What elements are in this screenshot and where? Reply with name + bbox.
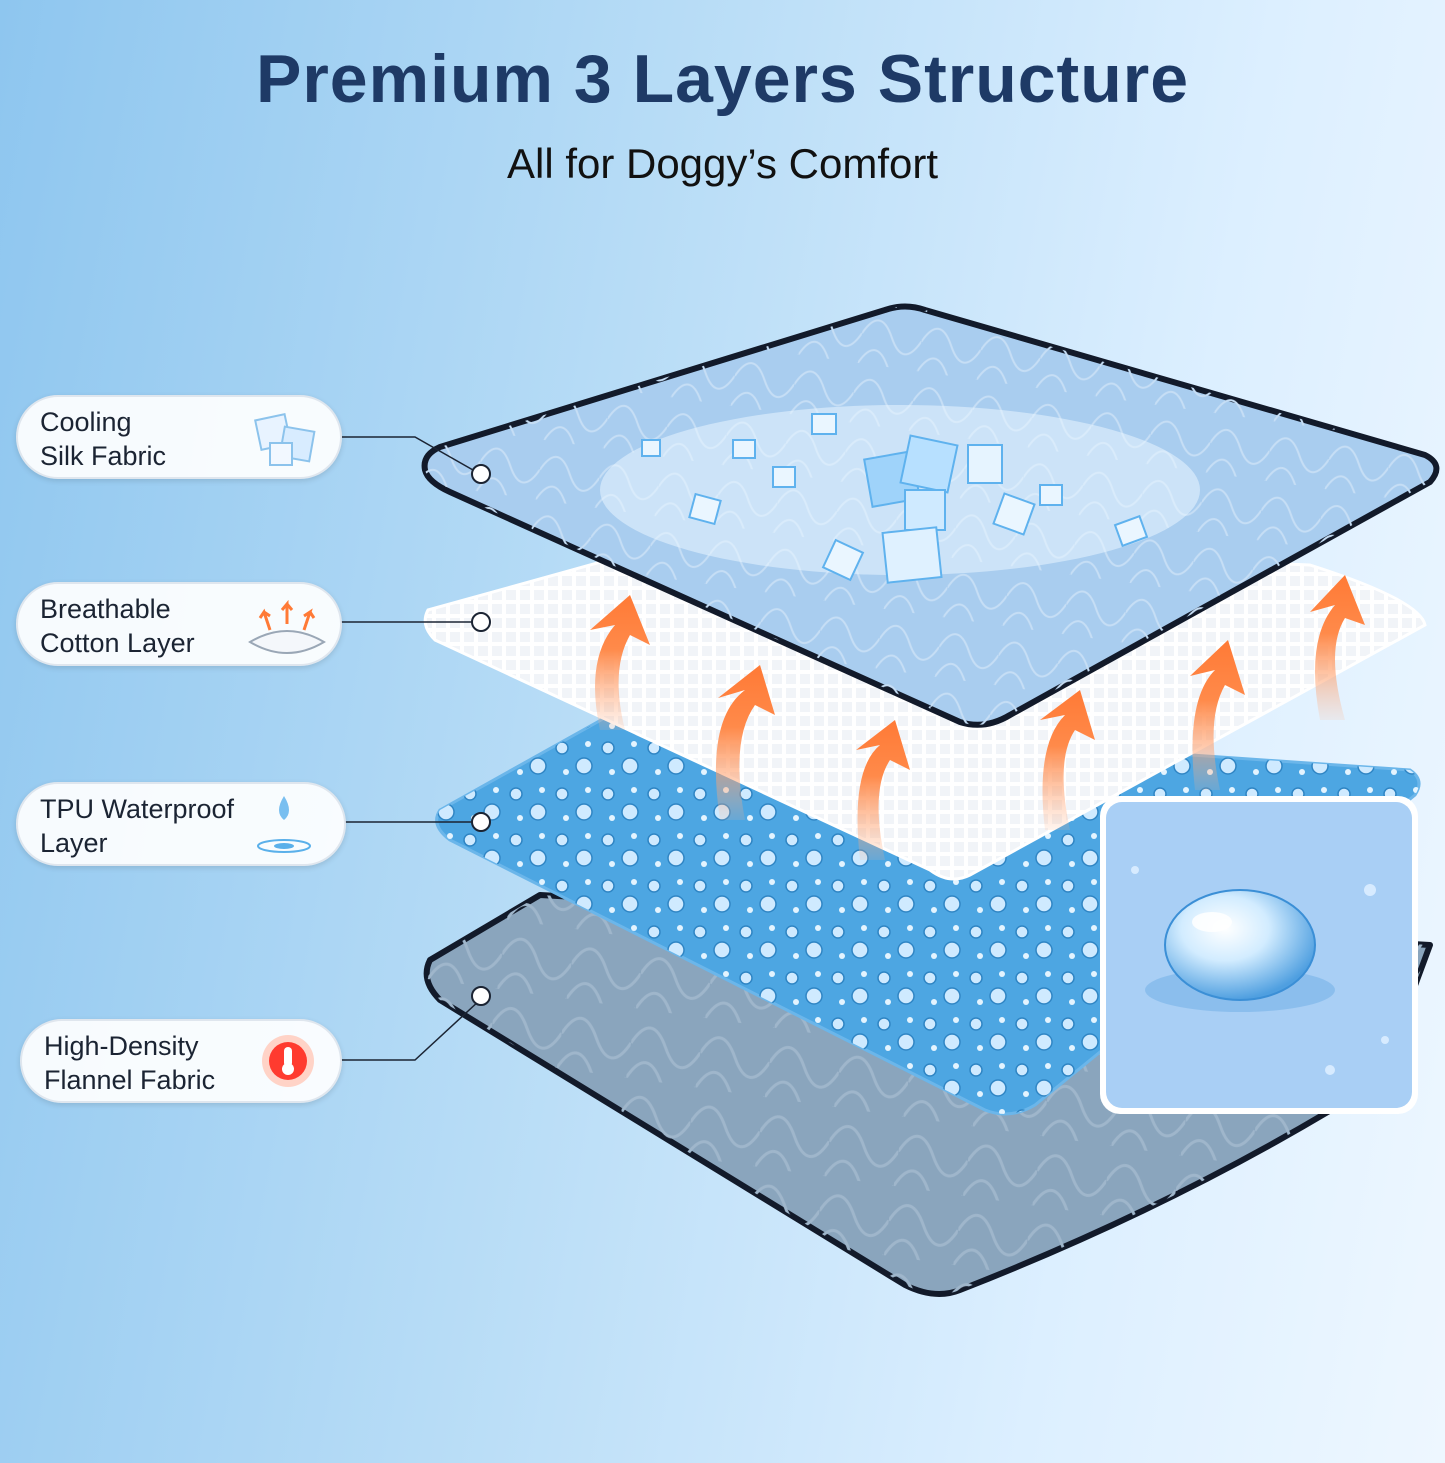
- heat-arrows: [590, 575, 1365, 860]
- label-line: Cooling: [40, 407, 132, 437]
- label-line: Silk Fabric: [40, 441, 167, 471]
- breathable-arrows-icon: [248, 599, 326, 654]
- label-line: Cotton Layer: [40, 628, 195, 658]
- ice-cubes: [641, 413, 1149, 584]
- leader-dots: [471, 464, 491, 1006]
- leader-lines: [340, 436, 481, 1061]
- page-title: Premium 3 Layers Structure: [255, 41, 1190, 117]
- page-subtitle: All for Doggy’s Comfort: [506, 140, 939, 187]
- ice-cubes-icon: [254, 413, 316, 466]
- label-line: Layer: [40, 828, 108, 858]
- water-drop-icon: [257, 796, 311, 853]
- label-line: TPU Waterproof: [40, 794, 235, 824]
- label-line: Flannel Fabric: [44, 1065, 216, 1095]
- label-line: High-Density: [44, 1031, 199, 1061]
- thermometer-icon: [262, 1035, 314, 1087]
- water-drop-closeup: [1100, 796, 1418, 1114]
- label-line: Breathable: [40, 594, 171, 624]
